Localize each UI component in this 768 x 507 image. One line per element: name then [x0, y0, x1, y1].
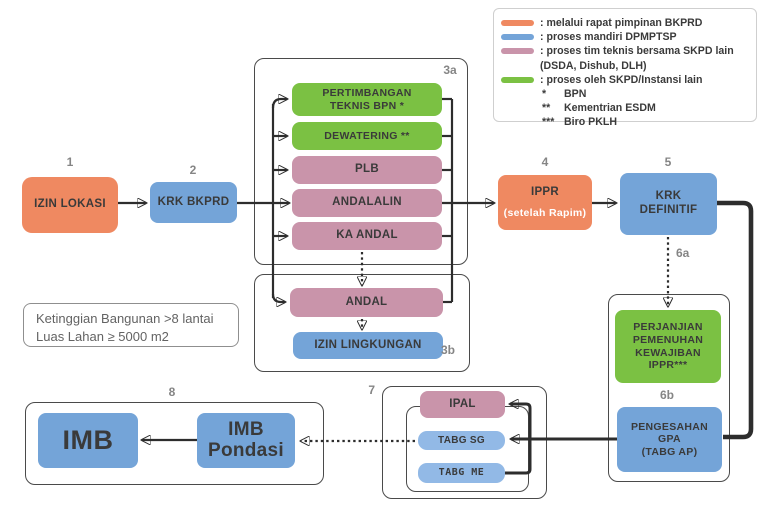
- group-label-7: 7: [368, 383, 375, 397]
- node-ipal: IPAL: [420, 391, 505, 418]
- step-label-8: 8: [168, 385, 176, 399]
- footnote-text: Kementrian ESDM: [564, 102, 656, 115]
- legend-footnote: * BPN: [542, 87, 748, 101]
- node-andalalin: ANDALALIN: [292, 189, 442, 217]
- legend-row: : melalui rapat pimpinan BKPRD: [501, 16, 748, 30]
- legend-item-line2: (DSDA, Dishub, DLH): [540, 59, 647, 72]
- group-label-3a: 3a: [443, 63, 457, 77]
- footnote-marker: **: [542, 102, 551, 115]
- footnote-marker: *: [542, 88, 547, 101]
- node-dewatering: DEWATERING **: [292, 122, 442, 150]
- node-pengesahan-gpa: PENGESAHAN GPA (TABG AP): [617, 407, 722, 472]
- footnote-text: Biro PKLH: [564, 116, 617, 129]
- footnote-text: BPN: [564, 88, 587, 101]
- step-label-6a: 6a: [676, 246, 690, 260]
- node-perjanjian-pemenuhan-kewajiban-ippr: PERJANJIAN PEMENUHAN KEWAJIBAN IPPR***: [615, 310, 721, 383]
- legend: : melalui rapat pimpinan BKPRD : proses …: [493, 8, 757, 128]
- node-plb: PLB: [292, 156, 442, 184]
- legend-item-label: : melalui rapat pimpinan BKPRD: [540, 17, 703, 29]
- legend-footnote: ** Kementrian ESDM: [542, 101, 748, 115]
- note-line-1: Ketinggian Bangunan >8 lantai: [36, 311, 214, 326]
- node-krk-definitif: KRK DEFINITIF: [620, 173, 717, 235]
- legend-row: : proses mandiri DPMPTSP: [501, 30, 748, 44]
- group-8-border: [25, 402, 324, 485]
- note-line-2: Luas Lahan ≥ 5000 m2: [36, 329, 169, 345]
- node-andal: ANDAL: [290, 288, 443, 317]
- group-label-3b: 3b: [440, 343, 455, 357]
- blue-swatch-icon: [501, 34, 534, 41]
- node-imb-pondasi: IMB Pondasi: [197, 413, 295, 468]
- node-ippr-title: IPPR: [530, 185, 560, 198]
- node-pertimbangan-teknis-bpn: PERTIMBANGAN TEKNIS BPN *: [292, 83, 442, 116]
- node-izin-lingkungan: IZIN LINGKUNGAN: [293, 332, 443, 359]
- step-label-4: 4: [541, 155, 549, 169]
- pink-swatch-icon: [501, 48, 534, 55]
- legend-row: : proses tim teknis bersama SKPD lain (D…: [501, 44, 748, 72]
- legend-item-label: : proses mandiri DPMPTSP: [540, 31, 677, 44]
- group-6-border: [608, 294, 730, 482]
- legend-row: : proses oleh SKPD/Instansi lain: [501, 73, 748, 87]
- green-swatch-icon: [501, 76, 534, 83]
- step-label-6b: 6b: [659, 388, 674, 402]
- legend-item-label: : proses oleh SKPD/Instansi lain: [540, 73, 703, 86]
- node-krk-bkprd: KRK BKPRD: [150, 182, 237, 223]
- step-label-1: 1: [66, 155, 74, 169]
- node-tabg-me: TABG ME: [418, 463, 505, 483]
- footnote-marker: ***: [542, 116, 555, 129]
- legend-footnote: *** Biro PKLH: [542, 115, 748, 129]
- note-box: Ketinggian Bangunan >8 lantai Luas Lahan…: [23, 303, 239, 347]
- node-ippr-subtitle: (setelah Rapim): [503, 206, 587, 219]
- node-ippr: IPPR (setelah Rapim): [498, 175, 592, 230]
- legend-item-label: : proses tim teknis bersama SKPD lain (D…: [540, 44, 734, 72]
- legend-item-line1: : proses tim teknis bersama SKPD lain: [540, 45, 734, 58]
- orange-swatch-icon: [501, 20, 534, 26]
- step-label-5: 5: [664, 155, 672, 169]
- step-label-2: 2: [189, 163, 197, 177]
- node-tabg-sg: TABG SG: [418, 431, 505, 450]
- node-imb: IMB: [38, 413, 138, 468]
- group-7-outer-border: [382, 386, 547, 499]
- node-ka-andal: KA ANDAL: [292, 222, 442, 250]
- node-izin-lokasi: IZIN LOKASI: [22, 177, 118, 233]
